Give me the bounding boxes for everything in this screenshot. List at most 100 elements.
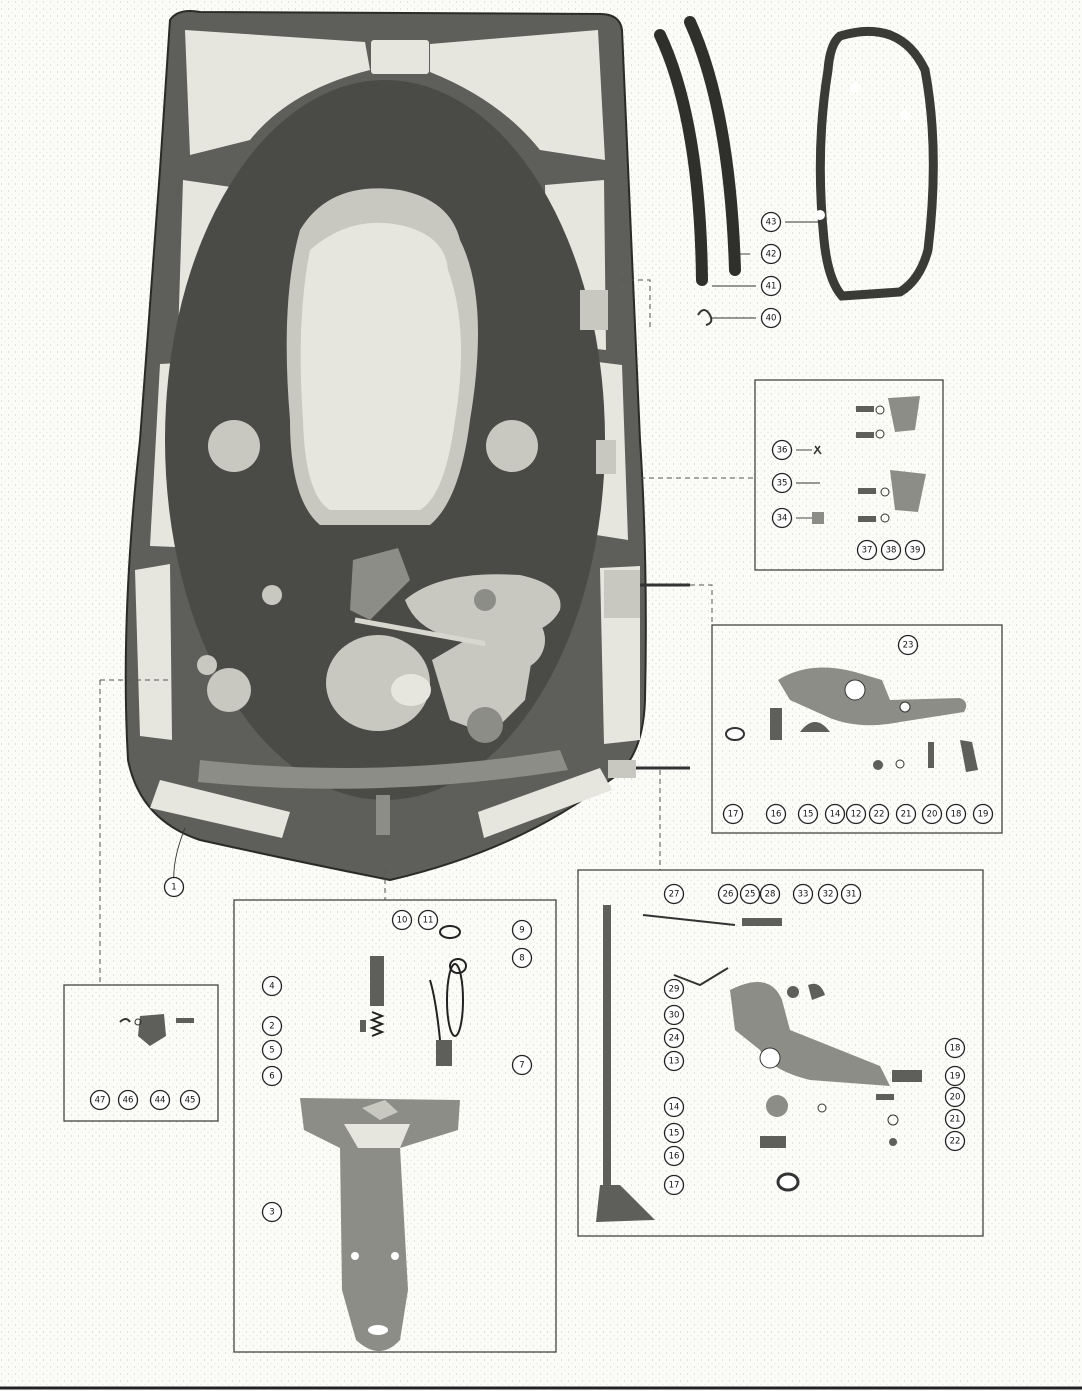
part-number-label: 29 xyxy=(669,985,680,995)
numbered-circle-icon xyxy=(880,539,902,561)
numbered-circle-icon xyxy=(944,1065,966,1087)
numbered-circle-icon xyxy=(261,1065,283,1087)
part-callout-40: 40 xyxy=(760,307,782,329)
bracket-parts-box xyxy=(754,379,944,571)
part-number-label: 10 xyxy=(397,916,408,926)
numbered-circle-icon xyxy=(824,803,846,825)
part-callout-27: 27 xyxy=(663,883,685,905)
numbered-circle-icon xyxy=(663,1122,685,1144)
part-callout-17: 17 xyxy=(722,803,744,825)
part-callout-24: 24 xyxy=(663,1027,685,1049)
part-number-label: 21 xyxy=(950,1115,961,1125)
part-number-label: 24 xyxy=(669,1034,680,1044)
numbered-circle-icon xyxy=(856,539,878,561)
numbered-circle-icon xyxy=(417,909,439,931)
part-callout-29: 29 xyxy=(663,978,685,1000)
numbered-circle-icon xyxy=(792,883,814,905)
part-number-label: 44 xyxy=(155,1096,166,1106)
part-number-label: 13 xyxy=(669,1057,680,1067)
bottom-cover-icon xyxy=(300,1098,460,1351)
part-number-label: 19 xyxy=(950,1072,961,1082)
part-callout-16: 16 xyxy=(765,803,787,825)
part-callout-47: 47 xyxy=(89,1089,111,1111)
part-number-label: 15 xyxy=(669,1129,680,1139)
part-callout-20: 20 xyxy=(944,1086,966,1108)
numbered-circle-icon xyxy=(391,909,413,931)
numbered-circle-icon xyxy=(759,883,781,905)
part-callout-41: 41 xyxy=(760,275,782,297)
numbered-circle-icon xyxy=(663,883,685,905)
numbered-circle-icon xyxy=(511,947,533,969)
part-number-label: 20 xyxy=(950,1093,961,1103)
clamp-icon xyxy=(697,309,713,326)
part-callout-11: 11 xyxy=(417,909,439,931)
part-callout-35: 35 xyxy=(771,472,793,494)
part-number-label: 41 xyxy=(766,282,777,292)
numbered-circle-icon xyxy=(663,978,685,1000)
part-number-label: 34 xyxy=(777,514,788,524)
part-number-label: 37 xyxy=(862,546,873,556)
throttle-cam-box xyxy=(711,624,1003,834)
shift-lever-box xyxy=(577,869,984,1237)
part-callout-12: 12 xyxy=(845,803,867,825)
part-number-label: 46 xyxy=(123,1096,134,1106)
part-number-label: 4 xyxy=(269,982,274,992)
part-callout-23: 23 xyxy=(897,634,919,656)
part-callout-5: 5 xyxy=(261,1039,283,1061)
part-number-label: 21 xyxy=(901,810,912,820)
part-callout-18: 18 xyxy=(945,803,967,825)
part-number-label: 42 xyxy=(766,250,777,260)
part-callout-28: 28 xyxy=(759,883,781,905)
part-number-label: 26 xyxy=(723,890,734,900)
part-number-label: 47 xyxy=(95,1096,106,1106)
numbered-circle-icon xyxy=(663,1004,685,1026)
numbered-circle-icon xyxy=(261,1201,283,1223)
part-callout-46: 46 xyxy=(117,1089,139,1111)
numbered-circle-icon xyxy=(163,876,185,898)
numbered-circle-icon xyxy=(945,803,967,825)
part-number-label: 28 xyxy=(765,890,776,900)
part-number-label: 22 xyxy=(874,810,885,820)
part-callout-17: 17 xyxy=(663,1174,685,1196)
numbered-circle-icon xyxy=(944,1037,966,1059)
part-callout-10: 10 xyxy=(391,909,413,931)
part-number-label: 5 xyxy=(269,1046,274,1056)
numbered-circle-icon xyxy=(663,1174,685,1196)
part-number-label: 43 xyxy=(766,218,777,228)
part-callout-21: 21 xyxy=(895,803,917,825)
part-callout-32: 32 xyxy=(817,883,839,905)
numbered-circle-icon xyxy=(261,1039,283,1061)
small-parts-box xyxy=(63,984,219,1122)
part-number-label: 14 xyxy=(830,810,841,820)
part-number-label: 32 xyxy=(823,890,834,900)
part-number-label: 18 xyxy=(950,1044,961,1054)
numbered-circle-icon xyxy=(261,1015,283,1037)
bottom-cover-box xyxy=(233,899,557,1353)
part-number-label: 1 xyxy=(171,883,176,893)
part-number-label: 31 xyxy=(846,890,857,900)
part-callout-6: 6 xyxy=(261,1065,283,1087)
numbered-circle-icon xyxy=(149,1089,171,1111)
part-number-label: 8 xyxy=(519,954,524,964)
part-number-label: 38 xyxy=(886,546,897,556)
part-callout-38: 38 xyxy=(880,539,902,561)
part-callout-44: 44 xyxy=(149,1089,171,1111)
numbered-circle-icon xyxy=(760,275,782,297)
gasket-icon xyxy=(815,26,938,301)
numbered-circle-icon xyxy=(895,803,917,825)
numbered-circle-icon xyxy=(739,883,761,905)
hose-icon xyxy=(654,16,741,286)
part-number-label: 17 xyxy=(728,810,739,820)
numbered-circle-icon xyxy=(511,1054,533,1076)
numbered-circle-icon xyxy=(760,307,782,329)
part-callout-3: 3 xyxy=(261,1201,283,1223)
numbered-circle-icon xyxy=(89,1089,111,1111)
part-callout-2: 2 xyxy=(261,1015,283,1037)
part-number-label: 33 xyxy=(798,890,809,900)
part-callout-18: 18 xyxy=(944,1037,966,1059)
numbered-circle-icon xyxy=(904,539,926,561)
numbered-circle-icon xyxy=(897,634,919,656)
numbered-circle-icon xyxy=(771,439,793,461)
part-callout-9: 9 xyxy=(511,919,533,941)
